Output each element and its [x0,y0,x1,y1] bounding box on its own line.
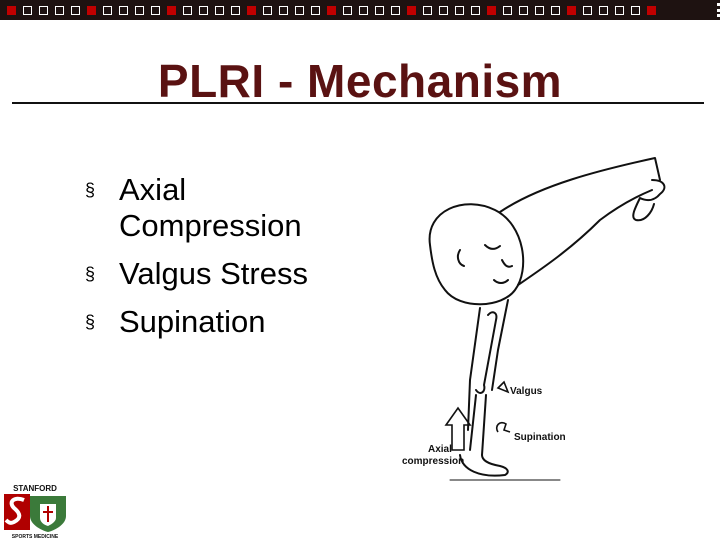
square-icon [375,5,384,15]
supination-arrow-icon [495,421,511,433]
supination-label: Supination [514,432,566,443]
bullet-item: § Valgus Stress [85,256,405,292]
corner-dots [716,0,720,20]
square-icon [103,5,112,15]
square-icon [599,5,608,15]
upper-arm [467,307,481,431]
square-icon [167,5,176,15]
valgus-label: Valgus [510,386,543,397]
square-icon [263,5,272,15]
square-icon [183,5,192,15]
square-icon [615,5,624,15]
upper-arm-inner [491,299,509,391]
stanford-sports-medicine-logo: STANFORD SPORTS MEDICINE [4,484,66,540]
bullet-text: Supination [119,304,266,339]
bullet-marker-icon: § [85,180,96,200]
bullet-text-continued: Compression [119,208,302,243]
square-icon [551,5,560,15]
square-icon [295,5,304,15]
square-icon [647,5,656,15]
square-icon [535,5,544,15]
bullet-text: Valgus Stress [119,256,308,291]
square-icon [247,5,256,15]
square-icon [135,5,144,15]
square-icon [487,5,496,15]
dot-icon [716,2,720,6]
bullet-item: § Axial Compression [85,172,405,244]
dot-icon [716,14,720,18]
ear-detail [456,249,465,267]
square-icon [327,5,336,15]
square-icon [279,5,288,15]
logo-tree-icon [43,506,53,522]
square-icon [471,5,480,15]
planted-hand [459,454,509,477]
axial-label-line2: compression [402,456,464,467]
top-decorative-bar [0,0,720,20]
square-icon [55,5,64,15]
square-icon [407,5,416,15]
square-icon [119,5,128,15]
square-icon [423,5,432,15]
square-icon [343,5,352,15]
humerus-bone [475,311,498,394]
square-icon [199,5,208,15]
ulna-bone [481,394,487,456]
shoulder-outline [517,189,653,286]
square-icon [567,5,576,15]
title-underline [12,102,704,104]
square-icon [391,5,400,15]
square-icon [359,5,368,15]
logo-top-text: STANFORD [13,484,57,493]
square-icon [455,5,464,15]
dot-icon [716,8,720,12]
square-icon [439,5,448,15]
raised-hand [632,179,666,222]
bullet-item: § Supination [85,304,405,340]
bullet-marker-icon: § [85,264,96,284]
bullet-text: Axial [119,172,187,207]
logo-s-letter-icon [4,496,25,525]
bullet-marker-icon: § [85,312,96,332]
square-icon [503,5,512,15]
square-icon [71,5,80,15]
face-detail [484,244,513,284]
elbow-mechanism-illustration: Valgus Supination Axial compression [402,157,666,481]
square-icon [151,5,160,15]
slide-title: PLRI - Mechanism [157,55,563,107]
square-icon [215,5,224,15]
square-icon [519,5,528,15]
square-icon [311,5,320,15]
axial-arrow-icon [444,406,472,451]
square-icon [583,5,592,15]
square-icon [7,5,16,15]
radius-bone [469,394,477,451]
valgus-arrow-icon [496,380,510,394]
logo-bottom-text: SPORTS MEDICINE [12,534,59,540]
back-outline [499,157,661,213]
axial-label-line1: Axial [428,444,452,455]
decorative-squares [0,0,656,20]
square-icon [231,5,240,15]
square-icon [23,5,32,15]
square-icon [631,5,640,15]
square-icon [39,5,48,15]
head-outline [428,203,525,306]
bullet-list: § Axial Compression § Valgus Stress § Su… [85,172,405,352]
square-icon [87,5,96,15]
